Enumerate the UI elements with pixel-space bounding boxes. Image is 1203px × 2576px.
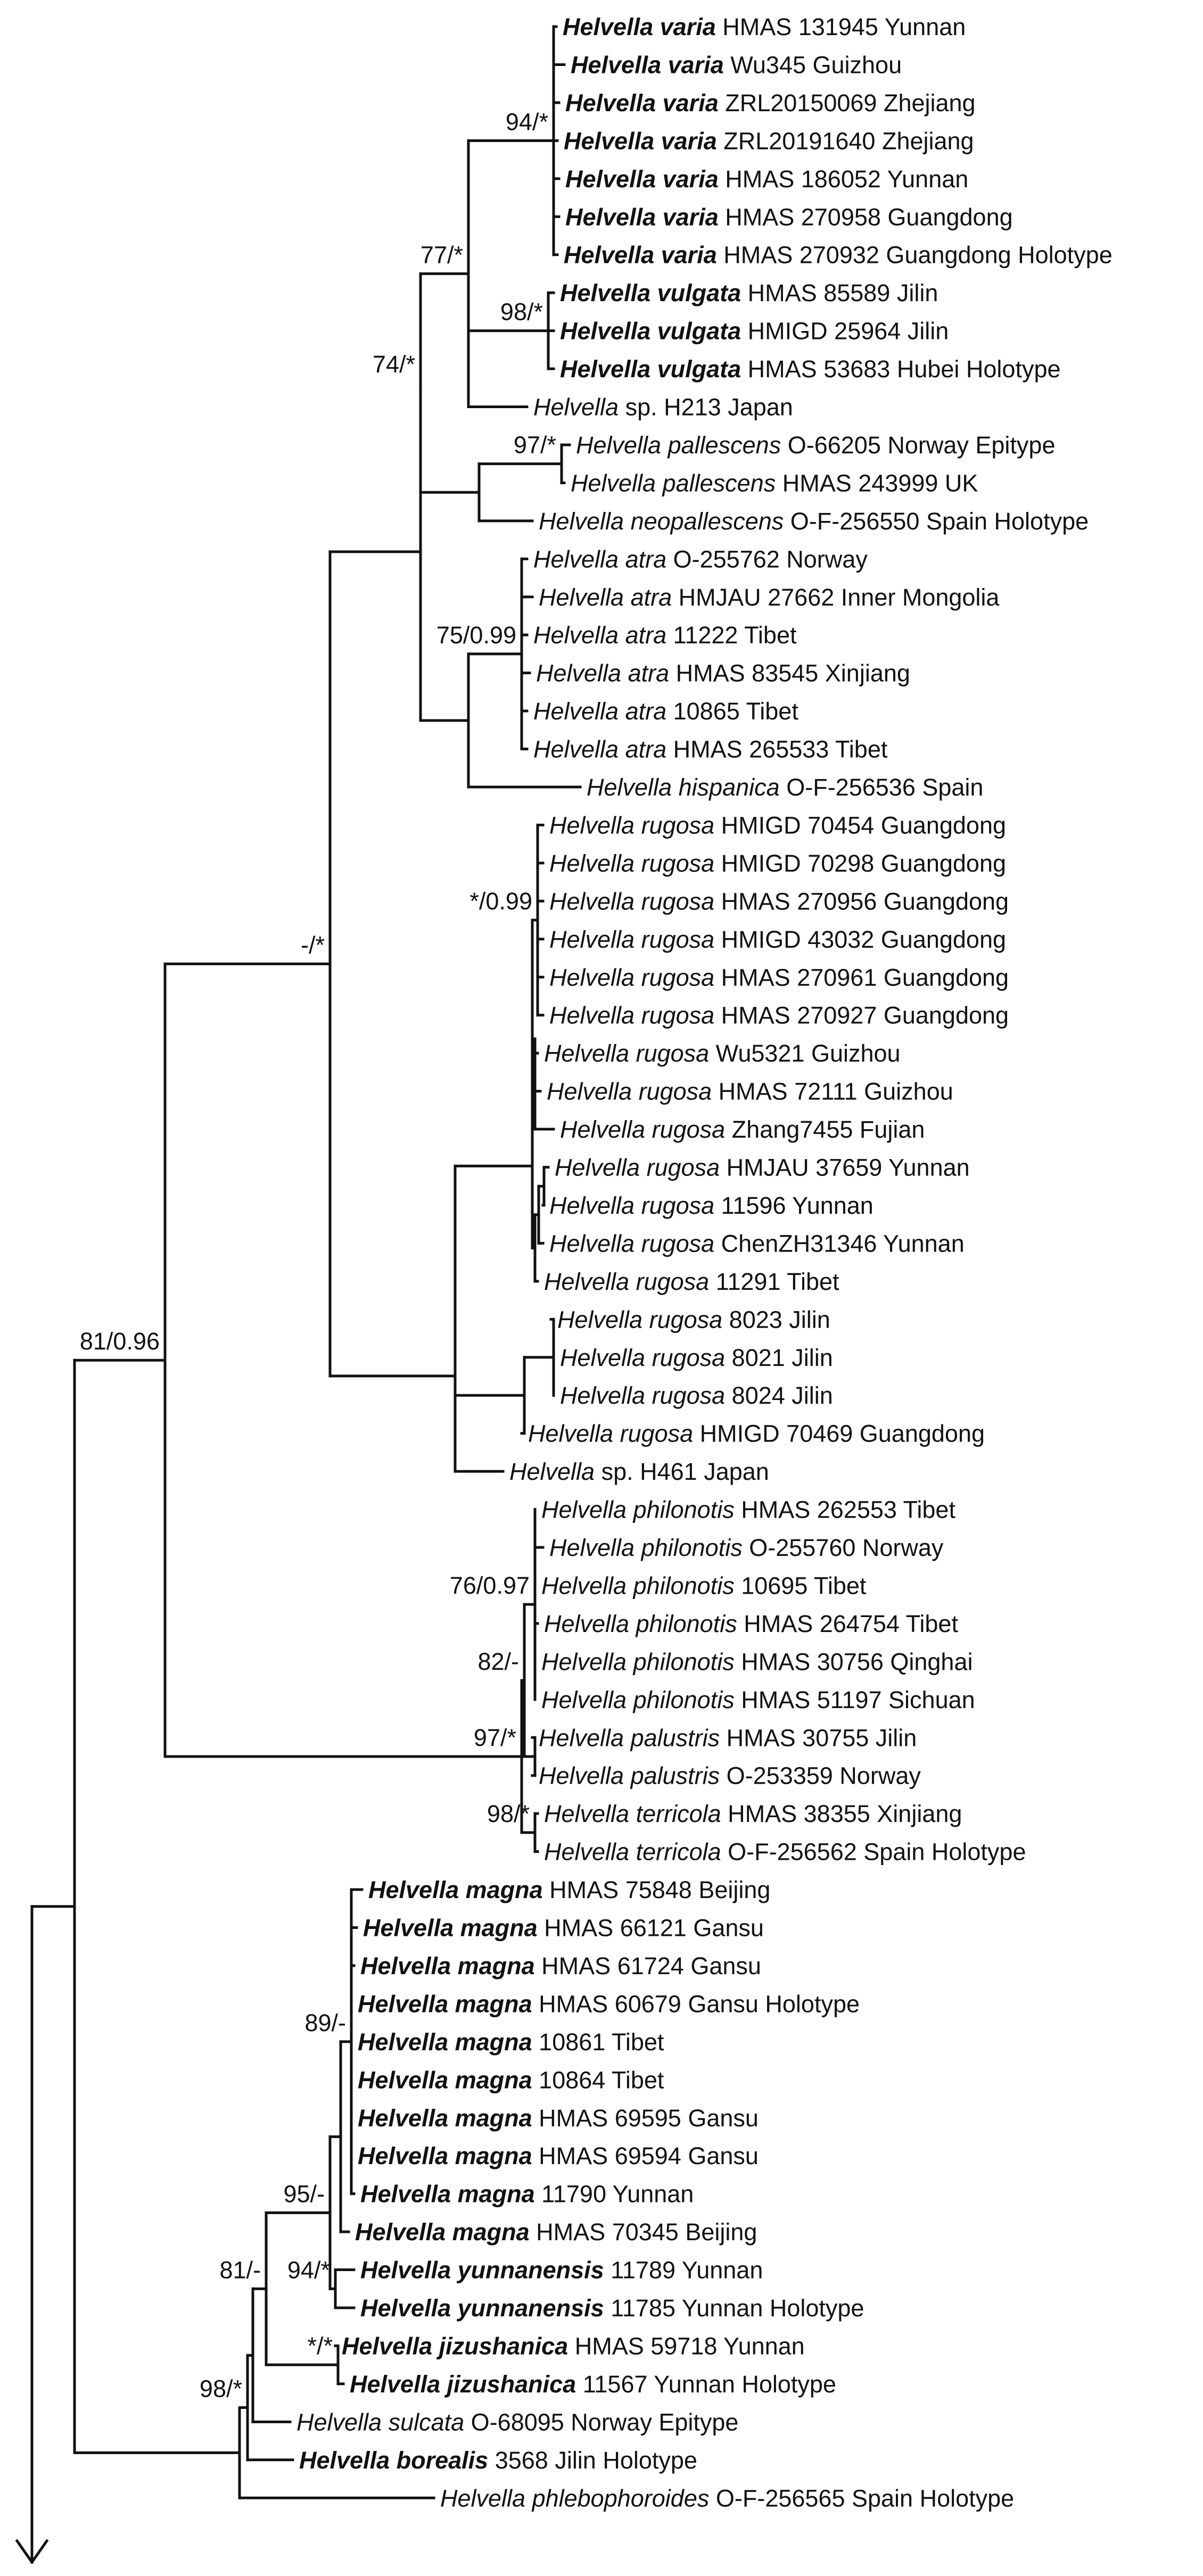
support-value: 98/* <box>500 299 543 326</box>
taxon-label: Helvella rugosa 8024 Jilin <box>560 1382 833 1409</box>
support-value: 89/- <box>304 2009 346 2036</box>
taxon-label: Helvella yunnanensis 11785 Yunnan Holoty… <box>360 2295 864 2322</box>
taxon-label: Helvella magna 11790 Yunnan <box>360 2181 694 2208</box>
support-value: 97/* <box>514 432 556 459</box>
taxon-label: Helvella philonotis HMAS 51197 Sichuan <box>541 1686 975 1713</box>
support-value: 94/* <box>506 108 548 135</box>
tree-branches <box>30 25 582 2499</box>
taxon-label: Helvella yunnanensis 11789 Yunnan <box>360 2257 763 2284</box>
taxon-label: Helvella jizushanica 11567 Yunnan Holoty… <box>350 2371 836 2398</box>
taxon-label: Helvella rugosa HMIGD 70454 Guangdong <box>549 811 1006 839</box>
arrow-head <box>30 2539 49 2564</box>
support-value: 98/* <box>200 2375 242 2403</box>
taxon-label: Helvella rugosa HMIGD 70298 Guangdong <box>549 850 1006 877</box>
taxon-label: Helvella magna HMAS 66121 Gansu <box>363 1915 764 1942</box>
support-value: 98/* <box>487 1800 530 1827</box>
taxon-label: Helvella magna HMAS 69595 Gansu <box>358 2105 759 2132</box>
taxon-label: Helvella borealis 3568 Jilin Holotype <box>299 2447 697 2474</box>
support-value: 76/0.97 <box>450 1572 530 1599</box>
down-arrow-icon <box>15 1905 49 2564</box>
taxon-label: Helvella varia Wu345 Guizhou <box>571 51 902 78</box>
taxon-label: Helvella sp. H461 Japan <box>509 1458 769 1485</box>
taxon-label: Helvella vulgata HMAS 53683 Hubei Holoty… <box>560 355 1061 383</box>
taxon-label: Helvella rugosa HMIGD 70469 Guangdong <box>528 1420 985 1447</box>
support-value: 81/0.96 <box>80 1328 160 1355</box>
taxon-label: Helvella varia ZRL20191640 Zhejiang <box>564 127 974 154</box>
taxon-label: Helvella philonotis 10695 Tibet <box>541 1572 867 1599</box>
taxon-label: Helvella palustris HMAS 30755 Jilin <box>539 1724 917 1751</box>
support-value: 77/* <box>421 241 463 268</box>
support-value: 82/- <box>477 1648 519 1675</box>
taxon-label: Helvella sp. H213 Japan <box>533 394 793 421</box>
taxon-label: Helvella atra O-255762 Norway <box>533 545 868 573</box>
taxon-label: Helvella rugosa HMIGD 43032 Guangdong <box>549 926 1006 953</box>
taxon-label: Helvella varia ZRL20150069 Zhejiang <box>565 89 976 117</box>
taxon-label: Helvella magna HMAS 61724 Gansu <box>360 1952 761 1979</box>
taxon-labels: Helvella varia HMAS 131945 YunnanHelvell… <box>296 13 1113 2512</box>
taxon-label: Helvella magna 10864 Tibet <box>358 2066 664 2093</box>
taxon-label: Helvella philonotis HMAS 30756 Qinghai <box>541 1648 973 1675</box>
arrow-head <box>15 2539 34 2564</box>
taxon-label: Helvella rugosa 8021 Jilin <box>560 1344 833 1371</box>
taxon-label: Helvella rugosa 8023 Jilin <box>557 1306 830 1333</box>
taxon-label: Helvella atra HMJAU 27662 Inner Mongolia <box>539 584 1000 611</box>
support-value: 81/- <box>219 2256 261 2283</box>
taxon-label: Helvella varia HMAS 131945 Yunnan <box>563 13 966 40</box>
taxon-label: Helvella rugosa HMAS 270956 Guangdong <box>549 888 1009 915</box>
taxon-label: Helvella rugosa 11596 Yunnan <box>549 1192 874 1219</box>
taxon-label: Helvella palustris O-253359 Norway <box>539 1762 921 1790</box>
taxon-label: Helvella rugosa HMAS 270961 Guangdong <box>549 964 1009 991</box>
taxon-label: Helvella phlebophoroides O-F-256565 Spai… <box>440 2484 1014 2512</box>
support-value: 94/* <box>287 2256 330 2283</box>
taxon-label: Helvella atra 10865 Tibet <box>533 698 798 725</box>
taxon-label: Helvella rugosa ChenZH31346 Yunnan <box>549 1230 965 1257</box>
taxon-label: Helvella sulcata O-68095 Norway Epitype <box>296 2408 738 2436</box>
taxon-label: Helvella atra HMAS 265533 Tibet <box>533 736 888 763</box>
support-value: */0.99 <box>469 888 532 915</box>
taxon-label: Helvella rugosa Zhang7455 Fujian <box>560 1116 925 1143</box>
taxon-label: Helvella magna HMAS 70345 Beijing <box>355 2218 757 2246</box>
taxon-label: Helvella rugosa 11291 Tibet <box>544 1268 839 1295</box>
taxon-label: Helvella jizushanica HMAS 59718 Yunnan <box>342 2332 805 2359</box>
taxon-label: Helvella neopallescens O-F-256550 Spain … <box>539 508 1089 535</box>
taxon-label: Helvella vulgata HMIGD 25964 Jilin <box>560 318 949 345</box>
taxon-label: Helvella magna HMAS 60679 Gansu Holotype <box>358 1990 860 2017</box>
taxon-label: Helvella varia HMAS 270958 Guangdong <box>565 203 1013 230</box>
taxon-label: Helvella magna HMAS 75848 Beijing <box>368 1876 770 1903</box>
taxon-label: Helvella varia HMAS 270932 Guangdong Hol… <box>564 242 1113 269</box>
taxon-label: Helvella pallescens HMAS 243999 UK <box>571 469 978 496</box>
support-value: 97/* <box>474 1724 516 1751</box>
taxon-label: Helvella atra HMAS 83545 Xinjiang <box>536 660 910 687</box>
taxon-label: Helvella pallescens O-66205 Norway Epity… <box>576 432 1055 459</box>
support-values: 94/* 98/* 77/* 97/* 74/* 75/0.99 */0.99 -/* 76/0… <box>80 108 556 2402</box>
taxon-label: Helvella rugosa Wu5321 Guizhou <box>544 1040 901 1067</box>
taxon-label: Helvella terricola HMAS 38355 Xinjiang <box>544 1800 962 1827</box>
taxon-label: Helvella vulgata HMAS 85589 Jilin <box>560 279 938 307</box>
taxon-label: Helvella rugosa HMAS 270927 Guangdong <box>549 1002 1009 1029</box>
support-value: 75/0.99 <box>436 622 516 649</box>
taxon-label: Helvella rugosa HMJAU 37659 Yunnan <box>555 1154 970 1181</box>
taxon-label: Helvella magna HMAS 69594 Gansu <box>358 2142 759 2169</box>
taxon-label: Helvella philonotis O-255760 Norway <box>549 1534 944 1561</box>
taxon-label: Helvella philonotis HMAS 264754 Tibet <box>544 1610 958 1637</box>
taxon-label: Helvella varia HMAS 186052 Yunnan <box>565 165 968 193</box>
support-value: 74/* <box>373 351 415 378</box>
taxon-label: Helvella magna 10861 Tibet <box>358 2028 664 2056</box>
taxon-label: Helvella philonotis HMAS 262553 Tibet <box>541 1496 955 1523</box>
support-value: */* <box>307 2332 333 2359</box>
support-value: 95/- <box>283 2180 325 2207</box>
taxon-label: Helvella atra 11222 Tibet <box>533 622 797 649</box>
taxon-label: Helvella hispanica O-F-256536 Spain <box>587 774 983 801</box>
taxon-label: Helvella rugosa HMAS 72111 Guizhou <box>547 1078 953 1105</box>
support-value: -/* <box>301 931 325 958</box>
taxon-label: Helvella terricola O-F-256562 Spain Holo… <box>544 1838 1026 1866</box>
